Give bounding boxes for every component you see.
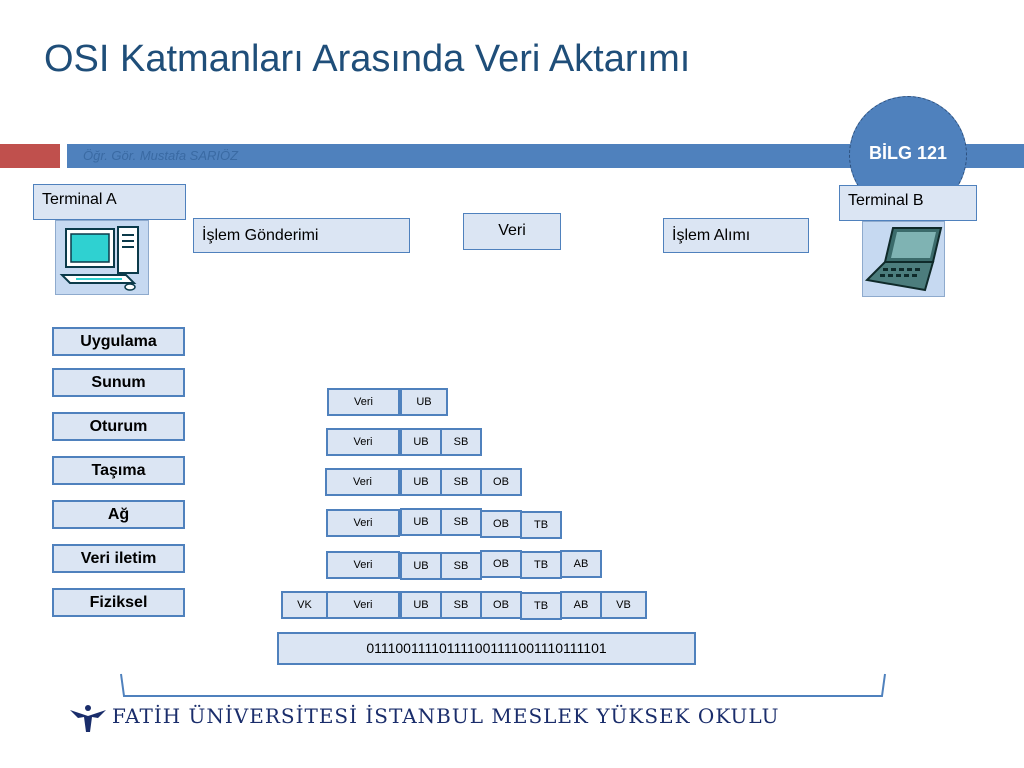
page-title: OSI Katmanları Arasında Veri Aktarımı [44, 38, 691, 80]
pdu-header-vk: VK [281, 591, 328, 619]
terminal-a-picture [55, 220, 149, 295]
pdu-header-sb: SB [440, 591, 482, 619]
course-code: BİLG 121 [868, 143, 948, 163]
pdu-header-ub: UB [400, 388, 448, 416]
pdu-data-cell: Veri [326, 591, 400, 619]
pdu-header-tb: TB [520, 592, 562, 620]
pdu-header-ub: UB [400, 591, 442, 619]
desktop-computer-icon [59, 226, 139, 291]
layer-data-link: Veri iletim [52, 544, 185, 573]
pdu-data-cell: Veri [326, 428, 400, 456]
pdu-header-ub: UB [400, 428, 442, 456]
pdu-data-cell: Veri [326, 551, 400, 579]
pdu-header-ub: UB [400, 468, 442, 496]
footer-university-name: FATİH ÜNİVERSİTESİ İSTANBUL MESLEK YÜKSE… [112, 704, 780, 728]
terminal-b-picture [862, 221, 945, 297]
pdu-header-ob: OB [480, 468, 522, 496]
pdu-header-sb: SB [440, 468, 482, 496]
layer-physical: Fiziksel [52, 588, 185, 617]
bitstream-box: 011100111101111001111001110111101 [277, 632, 696, 665]
pdu-header-ob: OB [480, 510, 522, 538]
bracket-line [120, 673, 886, 697]
pdu-header-sb: SB [440, 552, 482, 580]
layer-network: Ağ [52, 500, 185, 529]
pdu-data-cell: Veri [326, 509, 400, 537]
layer-transport: Taşıma [52, 456, 185, 485]
pdu-header-ab: AB [560, 550, 602, 578]
pdu-header-ub: UB [400, 508, 442, 536]
author-label: Öğr. Gör. Mustafa SARIÖZ [83, 148, 239, 163]
pdu-header-ab: AB [560, 591, 602, 619]
pdu-header-ob: OB [480, 550, 522, 578]
layer-presentation: Sunum [52, 368, 185, 397]
terminal-a-label: Terminal A [33, 184, 186, 220]
pdu-header-vb: VB [600, 591, 647, 619]
layer-application: Uygulama [52, 327, 185, 356]
accent-red-bar [0, 144, 60, 168]
pdu-header-ob: OB [480, 591, 522, 619]
receive-process-label: İşlem Alımı [663, 218, 809, 253]
pdu-header-tb: TB [520, 511, 562, 539]
send-process-label: İşlem Gönderimi [193, 218, 410, 253]
pdu-header-sb: SB [440, 508, 482, 536]
pdu-data-cell: Veri [327, 388, 400, 416]
university-logo-icon [70, 705, 106, 732]
pdu-data-cell: Veri [325, 468, 400, 496]
layer-session: Oturum [52, 412, 185, 441]
laptop-icon [864, 227, 943, 292]
pdu-header-sb: SB [440, 428, 482, 456]
terminal-b-label: Terminal B [839, 185, 977, 221]
pdu-header-tb: TB [520, 551, 562, 579]
pdu-header-ub: UB [400, 552, 442, 580]
data-top-label: Veri [463, 213, 561, 250]
